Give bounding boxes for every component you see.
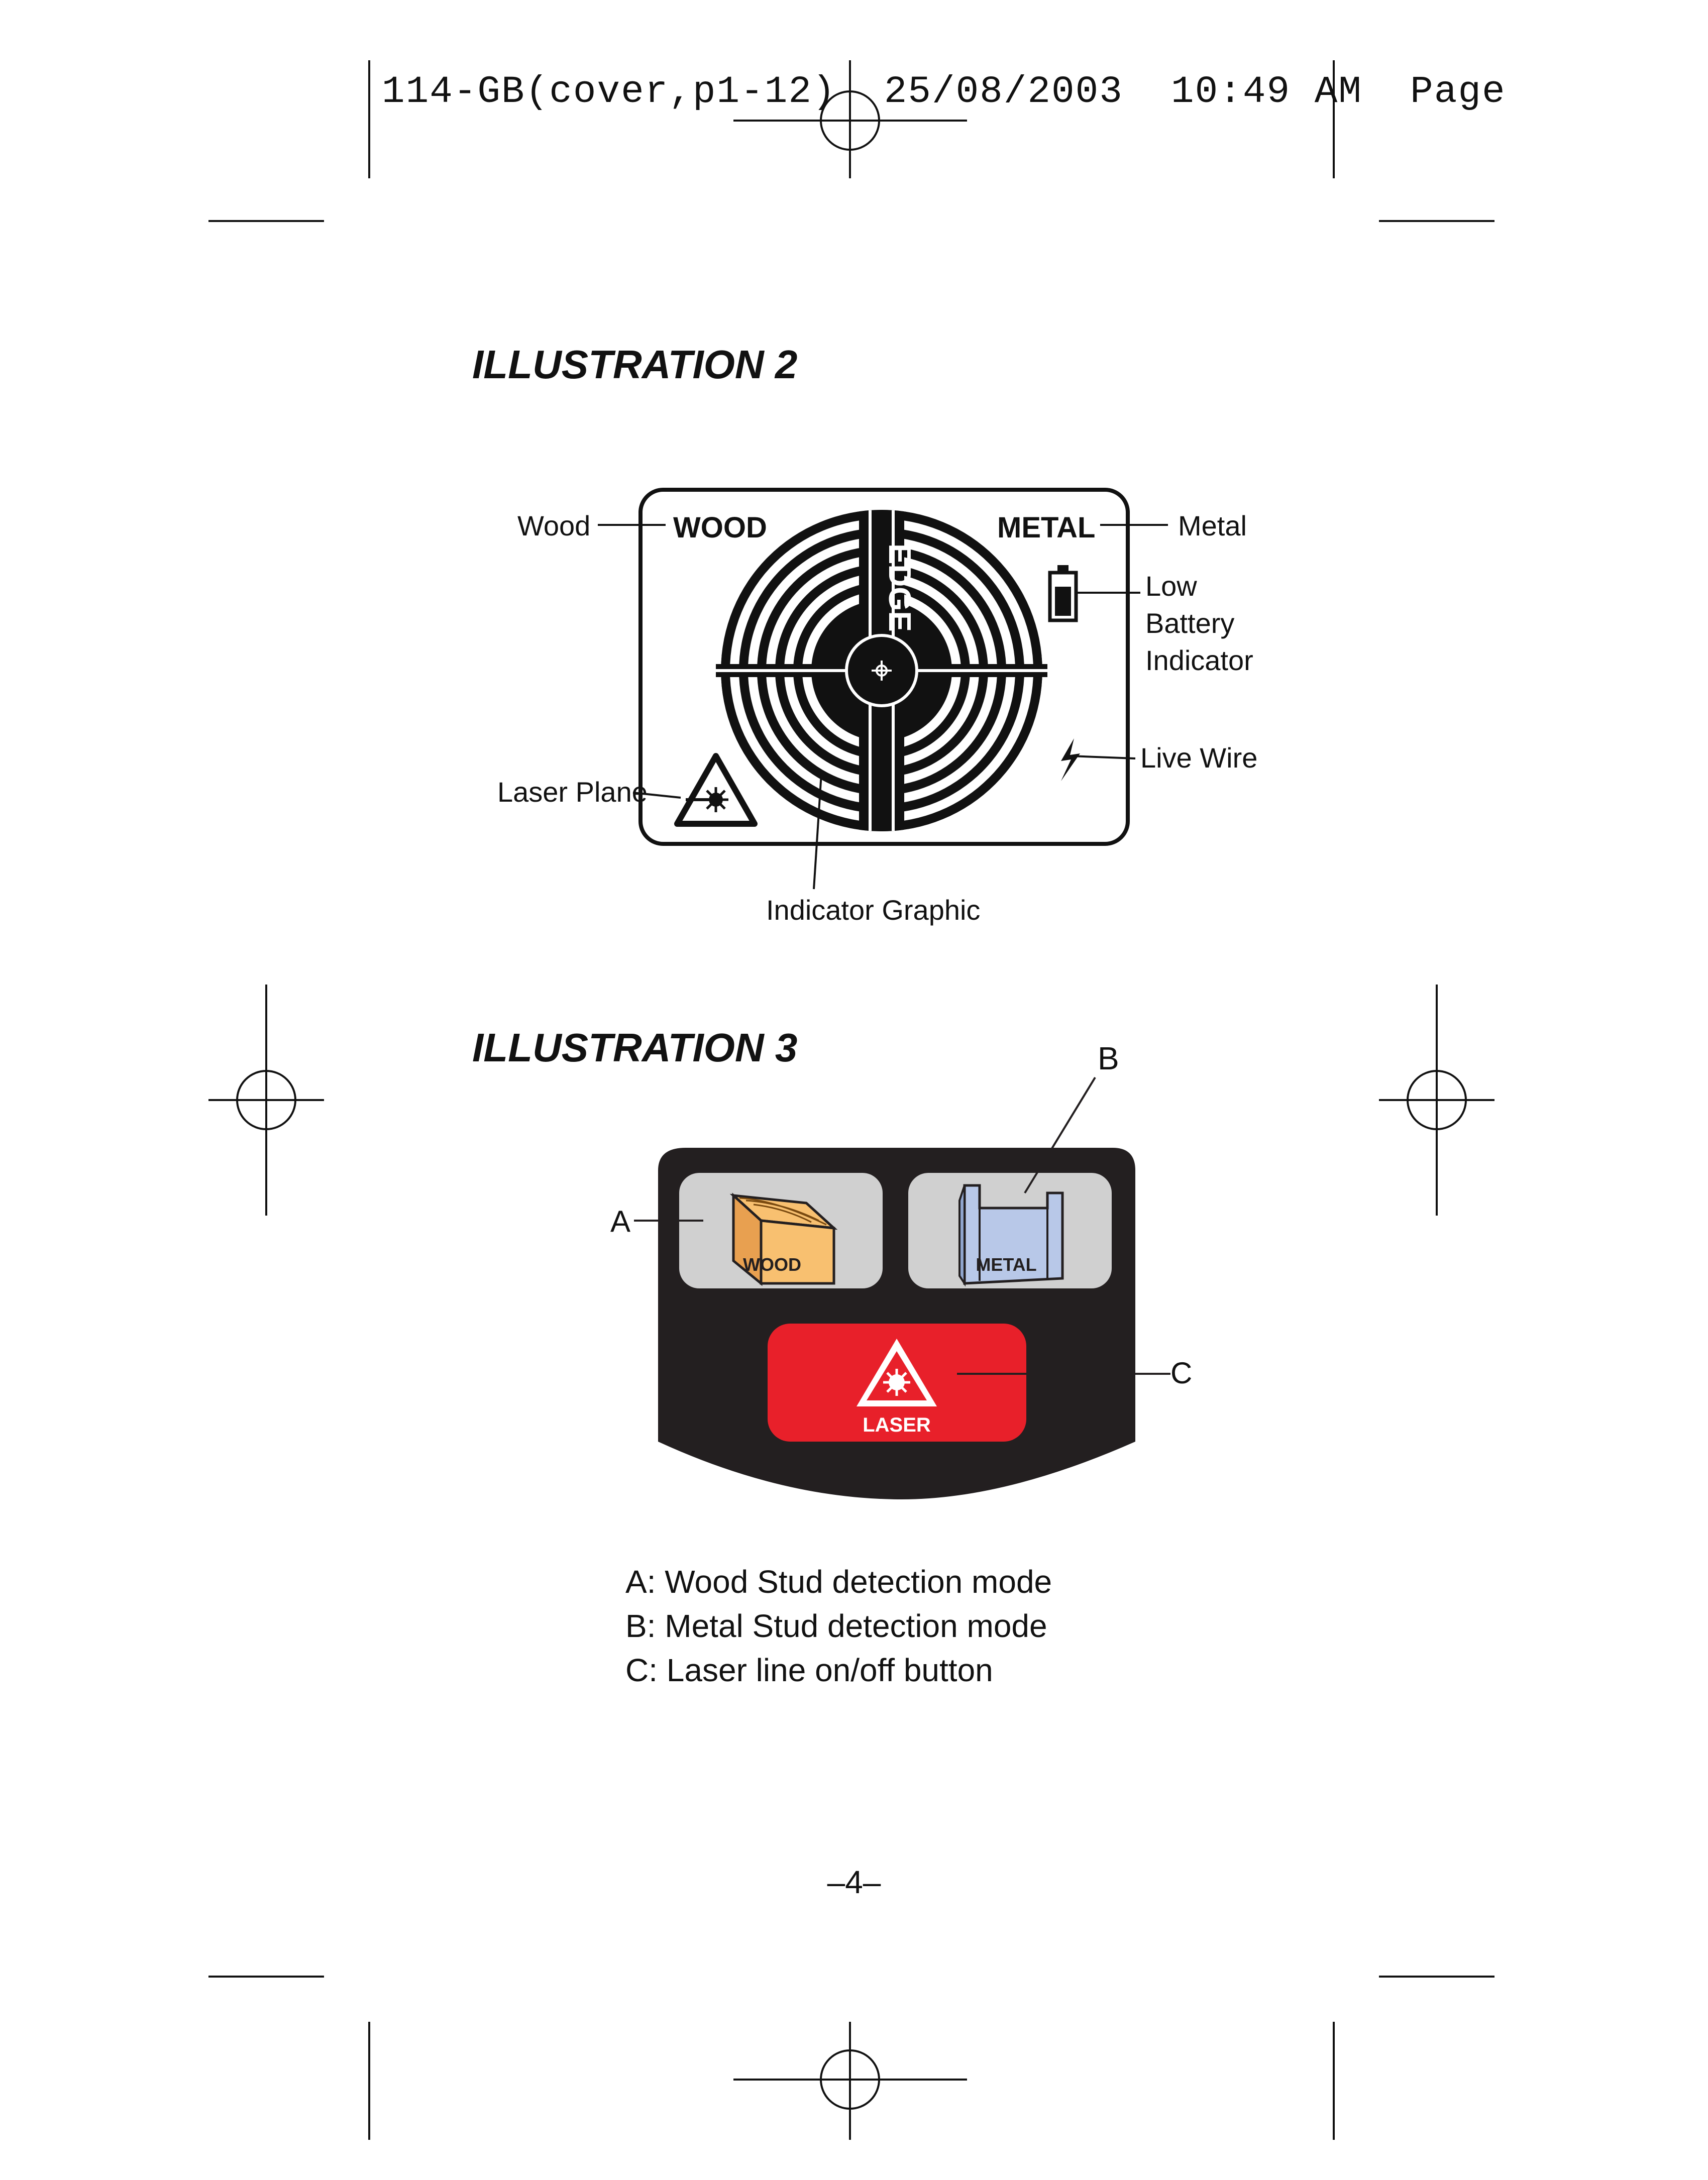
laser-warning-icon — [674, 753, 758, 827]
callout-indicator-graphic: Indicator Graphic — [766, 894, 981, 926]
callout-low-battery-line-2: Battery — [1145, 607, 1235, 639]
laser-button-label: LASER — [863, 1414, 931, 1436]
metal-icon — [958, 1184, 1064, 1287]
callout-low-battery-line-3: Indicator — [1145, 644, 1253, 676]
page-number: –4– — [827, 1864, 881, 1900]
callout-metal: Metal — [1178, 510, 1247, 541]
display-wood-text: WOOD — [673, 511, 767, 544]
metal-button-label: METAL — [976, 1254, 1036, 1275]
callout-c: C — [1170, 1356, 1193, 1390]
wood-icon — [729, 1192, 838, 1286]
brand-text: EDGE — [882, 543, 917, 632]
illustration-2-title: ILLUSTRATION 2 — [472, 342, 798, 387]
wood-button-label: WOOD — [743, 1254, 801, 1275]
legend-item-c: C: Laser line on/off button — [625, 1652, 993, 1688]
illustration-3-legend: A: Wood Stud detection mode B: Metal Stu… — [625, 1560, 1052, 1692]
legend-item-b: B: Metal Stud detection mode — [625, 1608, 1047, 1644]
callout-laser-plane: Laser Plane — [497, 776, 648, 808]
callout-b: B — [1098, 1040, 1119, 1076]
laser-icon — [857, 1339, 937, 1406]
display-metal-text: METAL — [997, 511, 1095, 544]
print-slug: 114-GB(cover,p1-12) 25/08/2003 10:49 AM … — [382, 70, 1506, 114]
illustration-3-title: ILLUSTRATION 3 — [472, 1025, 798, 1070]
callout-low-battery-line-1: Low — [1145, 570, 1197, 602]
callout-a: A — [610, 1205, 631, 1238]
callout-wood: Wood — [517, 510, 591, 541]
lightning-icon — [1061, 738, 1080, 781]
battery-icon — [1048, 565, 1078, 622]
callout-live-wire: Live Wire — [1140, 742, 1258, 774]
legend-item-a: A: Wood Stud detection mode — [625, 1564, 1052, 1600]
